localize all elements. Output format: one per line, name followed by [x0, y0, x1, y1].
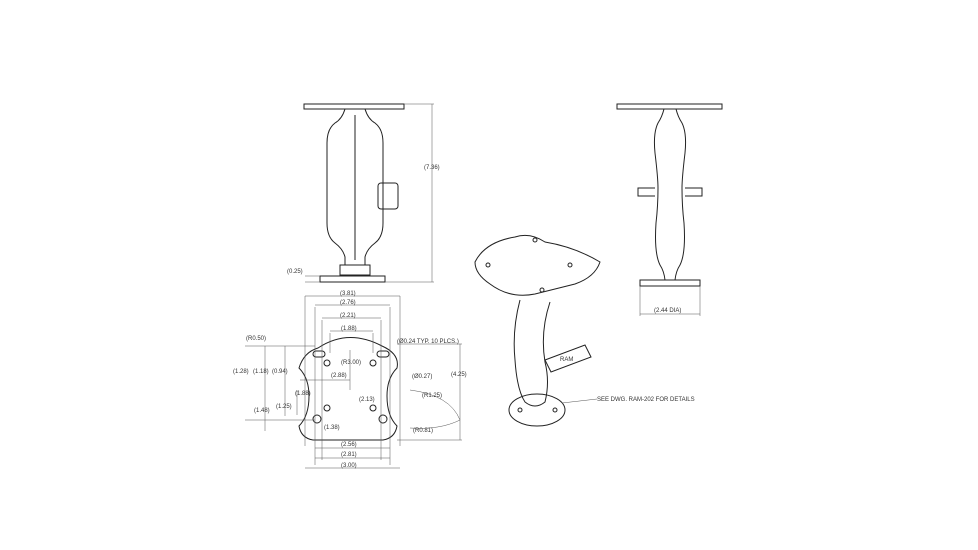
dim-r1-25: (R1.25)	[422, 393, 442, 399]
iso-view: RAM SEE DWG. RAM-202 FOR DETAILS	[474, 234, 695, 427]
ram-logo: RAM	[560, 357, 573, 363]
dim-base-dia: (2.44 DIA)	[654, 308, 681, 314]
dim-1-18: (1.18)	[253, 369, 269, 375]
dim-3-81: (3.81)	[340, 291, 356, 297]
dim-1-25: (1.25)	[276, 404, 292, 410]
dim-1-38: (1.38)	[324, 425, 340, 431]
dim-2-88: (2.88)	[331, 373, 347, 379]
dim-2-76: (2.76)	[340, 300, 356, 306]
dim-r0-50: (R0.50)	[246, 336, 266, 342]
dim-0-94: (0.94)	[272, 369, 288, 375]
dim-2-13: (2.13)	[359, 397, 375, 403]
dim-hole-0-24: (Ø0.24 TYP. 10 PLCS.)	[397, 339, 459, 345]
dim-4-25: (4.25)	[451, 372, 467, 378]
dim-base-thickness: (0.25)	[287, 269, 303, 275]
dim-2-21: (2.21)	[340, 313, 356, 319]
dim-r3-00: (R3.00)	[341, 360, 361, 366]
dim-1-88-mid: (1.88)	[295, 391, 311, 397]
dim-1-28: (1.28)	[233, 369, 249, 375]
dim-hole-0-27: (Ø0.27)	[412, 374, 432, 380]
end-view: (2.44 DIA)	[616, 103, 723, 316]
see-drawing-note: SEE DWG. RAM-202 FOR DETAILS	[597, 397, 695, 403]
dim-1-88-top: (1.88)	[341, 326, 357, 332]
side-view: (7.36) (0.25)	[287, 103, 440, 283]
dim-1-48: (1.48)	[254, 408, 270, 414]
dim-2-56: (2.56)	[341, 442, 357, 448]
dim-height: (7.36)	[424, 165, 440, 171]
dim-r0-81: (R0.81)	[413, 428, 433, 434]
dim-3-00: (3.00)	[341, 463, 357, 469]
plan-view: (3.81) (2.76) (2.21) (1.88) (R0.50) (Ø0.…	[233, 291, 467, 469]
dim-2-81: (2.81)	[341, 452, 357, 458]
